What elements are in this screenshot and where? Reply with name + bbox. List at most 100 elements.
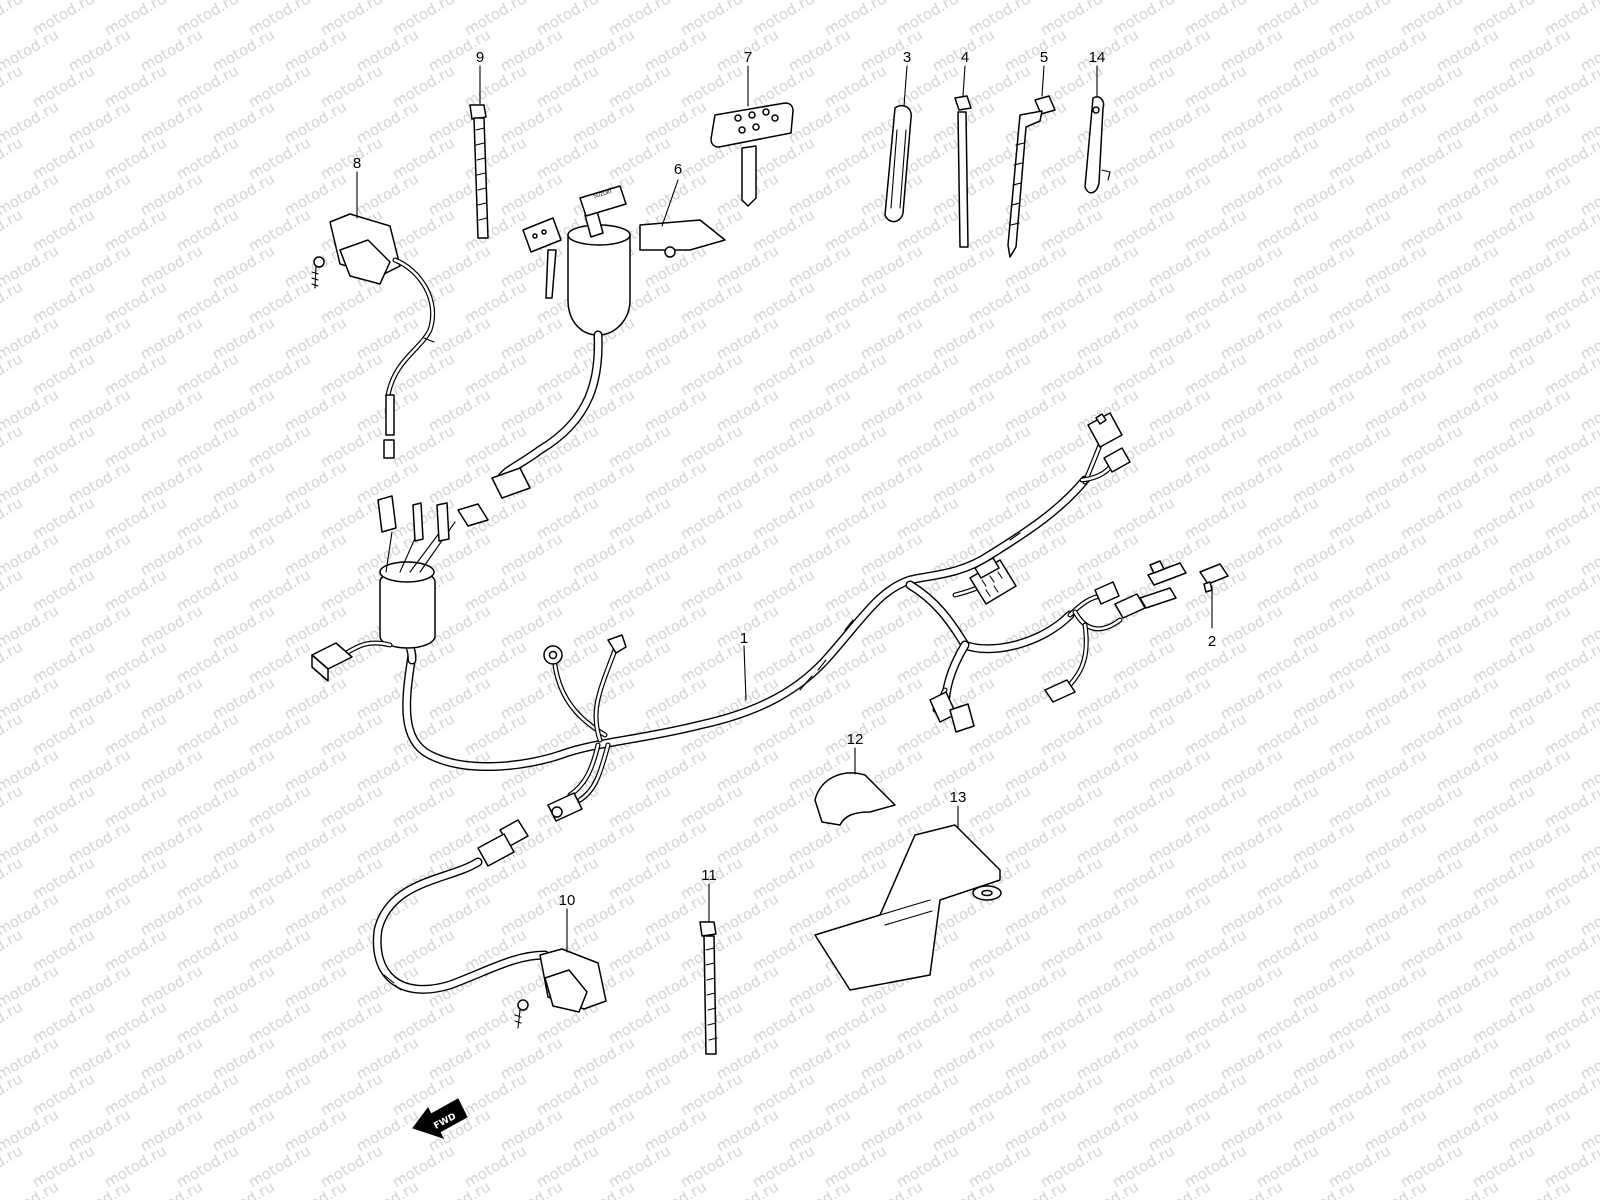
watermark-text: motod.ru — [281, 961, 350, 1011]
watermark-text: motod.ru — [1361, 385, 1430, 435]
watermark-text: motod.ru — [893, 997, 962, 1047]
watermark-text: motod.ru — [677, 1069, 746, 1119]
watermark-text: motod.ru — [1145, 745, 1214, 795]
watermark-text: motod.ru — [605, 925, 674, 975]
watermark-text: motod.ru — [0, 853, 26, 903]
watermark-text: motod.ru — [821, 637, 890, 687]
watermark-text: motod.ru — [1073, 169, 1142, 219]
callout-3: 3 — [903, 49, 911, 66]
watermark-text: motod.ru — [497, 889, 566, 939]
watermark-text: motod.ru — [1505, 1033, 1574, 1083]
watermark-text: motod.ru — [1073, 1177, 1142, 1200]
watermark-text: motod.ru — [785, 457, 854, 507]
watermark-text: motod.ru — [1289, 1105, 1358, 1155]
watermark-text: motod.ru — [1325, 637, 1394, 687]
watermark-text: motod.ru — [1325, 781, 1394, 831]
watermark-text: motod.ru — [0, 349, 26, 399]
watermark-text: motod.ru — [677, 565, 746, 615]
watermark-text: motod.ru — [101, 133, 170, 183]
watermark-text: motod.ru — [1253, 421, 1322, 471]
watermark-text: motod.ru — [1325, 205, 1394, 255]
watermark-text: motod.ru — [1433, 817, 1502, 867]
watermark-text: motod.ru — [1181, 133, 1250, 183]
watermark-text: motod.ru — [857, 385, 926, 435]
watermark-text: motod.ru — [1253, 853, 1322, 903]
watermark-text: motod.ru — [749, 205, 818, 255]
watermark-text: motod.ru — [1361, 1033, 1430, 1083]
watermark-text: motod.ru — [641, 1177, 710, 1200]
watermark-text: motod.ru — [281, 169, 350, 219]
watermark-text: motod.ru — [569, 889, 638, 939]
watermark-text: motod.ru — [641, 745, 710, 795]
watermark-text: motod.ru — [1505, 169, 1574, 219]
watermark-text: motod.ru — [785, 1033, 854, 1083]
watermark-text: motod.ru — [137, 1177, 206, 1200]
watermark-text: motod.ru — [893, 493, 962, 543]
watermark-text: motod.ru — [173, 565, 242, 615]
watermark-text: motod.ru — [785, 25, 854, 75]
watermark-text: motod.ru — [425, 1033, 494, 1083]
watermark-text: motod.ru — [65, 817, 134, 867]
watermark-text: motod.ru — [281, 745, 350, 795]
watermark-text: motod.ru — [713, 1105, 782, 1155]
watermark-text: motod.ru — [605, 565, 674, 615]
watermark-text: motod.ru — [1361, 673, 1430, 723]
watermark-text: motod.ru — [65, 385, 134, 435]
callout-8: 8 — [353, 155, 361, 172]
watermark-text: motod.ru — [821, 277, 890, 327]
watermark-text: motod.ru — [1037, 205, 1106, 255]
watermark-text: motod.ru — [1469, 277, 1538, 327]
watermark-text: motod.ru — [965, 997, 1034, 1047]
watermark-text: motod.ru — [965, 781, 1034, 831]
watermark-text: motod.ru — [1217, 745, 1286, 795]
watermark-text: motod.ru — [1541, 709, 1600, 759]
watermark-text: motod.ru — [29, 421, 98, 471]
watermark-text: motod.ru — [1181, 781, 1250, 831]
watermark-text: motod.ru — [1505, 385, 1574, 435]
watermark-text: motod.ru — [173, 421, 242, 471]
watermark-text: motod.ru — [101, 277, 170, 327]
watermark-text: motod.ru — [1397, 637, 1466, 687]
watermark-text: motod.ru — [281, 889, 350, 939]
watermark-text: motod.ru — [1109, 997, 1178, 1047]
watermark-text: motod.ru — [137, 385, 206, 435]
watermark-text: motod.ru — [1109, 925, 1178, 975]
watermark-text: motod.ru — [101, 565, 170, 615]
watermark-text: motod.ru — [65, 313, 134, 363]
callout-2: 2 — [1208, 633, 1216, 650]
watermark-text: motod.ru — [641, 817, 710, 867]
watermark-text: motod.ru — [713, 385, 782, 435]
watermark-text: motod.ru — [857, 1105, 926, 1155]
watermark-text: motod.ru — [641, 457, 710, 507]
watermark-text: motod.ru — [29, 1069, 98, 1119]
watermark-text: motod.ru — [1361, 25, 1430, 75]
watermark-text: motod.ru — [1073, 241, 1142, 291]
watermark-text: motod.ru — [749, 1141, 818, 1191]
part-13-bracket-plate — [814, 824, 1002, 991]
watermark-text: motod.ru — [173, 997, 242, 1047]
watermark-text: motod.ru — [1109, 349, 1178, 399]
watermark-text: motod.ru — [713, 889, 782, 939]
watermark-text: motod.ru — [317, 709, 386, 759]
watermark-text: motod.ru — [1541, 349, 1600, 399]
watermark-text: motod.ru — [677, 493, 746, 543]
watermark-text: motod.ru — [533, 1069, 602, 1119]
watermark-text: motod.ru — [173, 1141, 242, 1191]
watermark-text: motod.ru — [137, 97, 206, 147]
watermark-text: motod.ru — [497, 169, 566, 219]
watermark-text: motod.ru — [317, 349, 386, 399]
watermark-text: motod.ru — [173, 781, 242, 831]
watermark-text: motod.ru — [1505, 673, 1574, 723]
watermark-text: motod.ru — [101, 925, 170, 975]
watermark-text: motod.ru — [677, 277, 746, 327]
watermark-text: motod.ru — [353, 1105, 422, 1155]
watermark-text: motod.ru — [65, 25, 134, 75]
watermark-text: motod.ru — [1217, 241, 1286, 291]
watermark-text: motod.ru — [1001, 385, 1070, 435]
watermark-text: motod.ru — [1433, 1033, 1502, 1083]
watermark-text: motod.ru — [1505, 457, 1574, 507]
watermark-text: motod.ru — [1433, 889, 1502, 939]
watermark-text: motod.ru — [1325, 565, 1394, 615]
watermark-text: motod.ru — [101, 853, 170, 903]
watermark-text: motod.ru — [1361, 745, 1430, 795]
